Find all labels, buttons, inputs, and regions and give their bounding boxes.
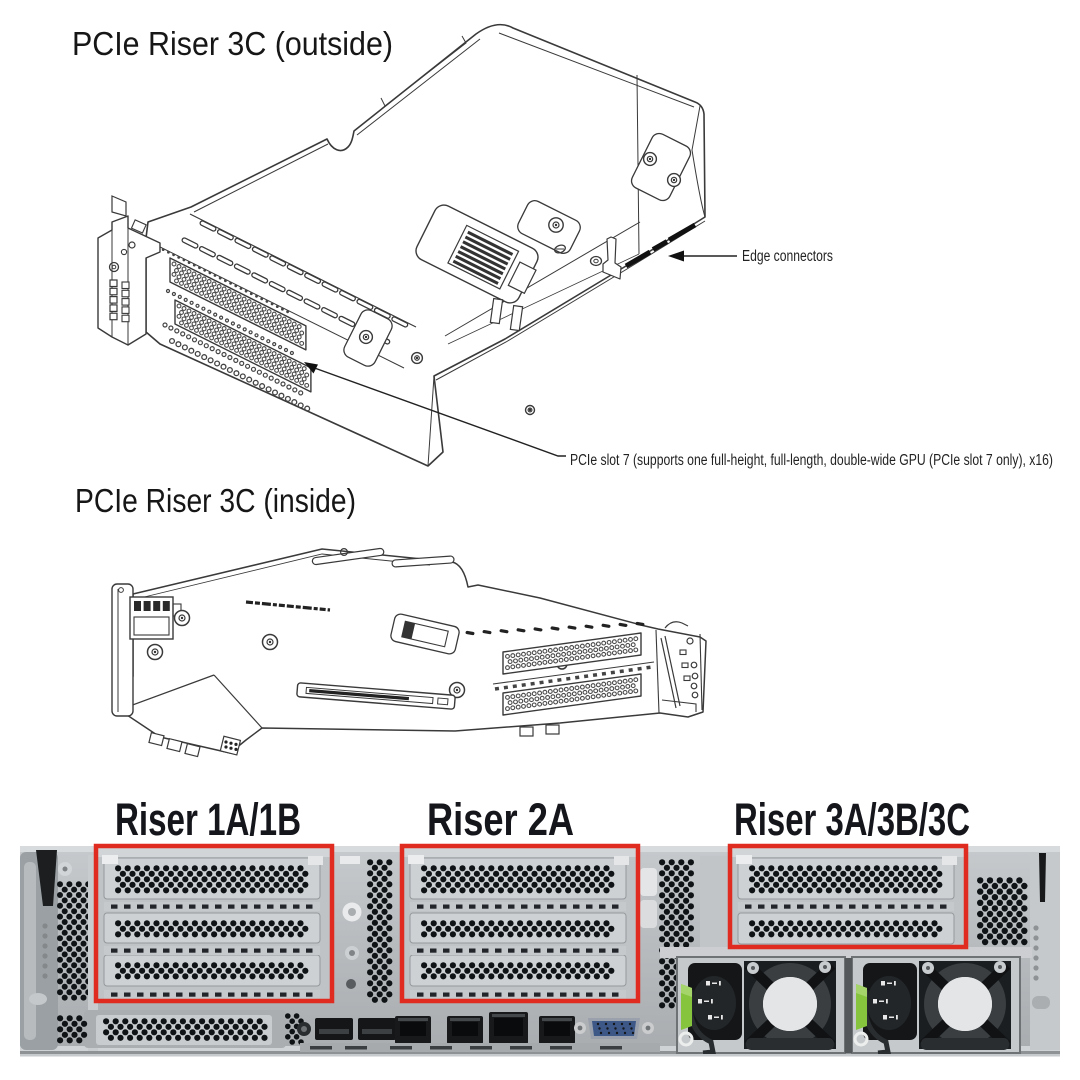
svg-text:PCIe Riser 3C (inside): PCIe Riser 3C (inside) <box>75 482 356 519</box>
svg-text:PCIe slot 7 (supports one full: PCIe slot 7 (supports one full-height, f… <box>570 452 1053 469</box>
svg-text:Riser 3A/3B/3C: Riser 3A/3B/3C <box>734 794 970 845</box>
svg-text:Riser 2A: Riser 2A <box>427 794 574 845</box>
svg-text:Riser 1A/1B: Riser 1A/1B <box>115 794 301 845</box>
svg-text:Edge connectors: Edge connectors <box>742 248 833 265</box>
svg-text:PCIe Riser 3C (outside): PCIe Riser 3C (outside) <box>72 25 393 62</box>
